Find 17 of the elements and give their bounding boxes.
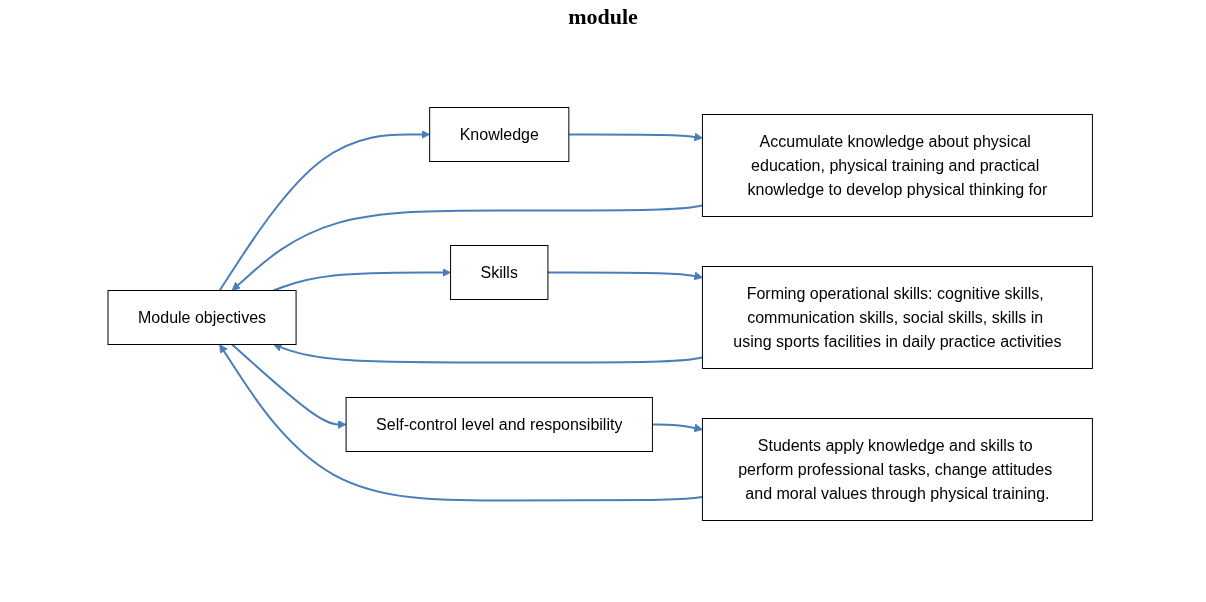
node-box: Students apply knowledge and skills to perform professional tasks, change attitudes and moral values through physical training.	[701, 418, 1093, 521]
node-box: Skills	[449, 245, 549, 300]
arrow	[218, 130, 430, 292]
node-box: Module objectives	[107, 290, 297, 345]
arrow	[272, 343, 704, 364]
arrow	[219, 344, 704, 502]
arrow	[272, 268, 451, 292]
title: module	[567, 4, 639, 30]
arrow	[651, 423, 703, 433]
node-box: Self-control level and responsibility	[345, 397, 653, 452]
arrow	[230, 343, 347, 429]
arrow	[546, 271, 703, 281]
node-box: Forming operational skills: cognitive skills, communication skills, social skills, skills in using sports facilities in daily practice activities	[701, 266, 1093, 369]
node-box: Knowledge	[428, 107, 570, 162]
arrow	[567, 132, 703, 142]
arrow	[231, 204, 704, 291]
node-box: Accumulate knowledge about physical education, physical training and practical knowledge to develop physical thinking for	[701, 114, 1093, 217]
